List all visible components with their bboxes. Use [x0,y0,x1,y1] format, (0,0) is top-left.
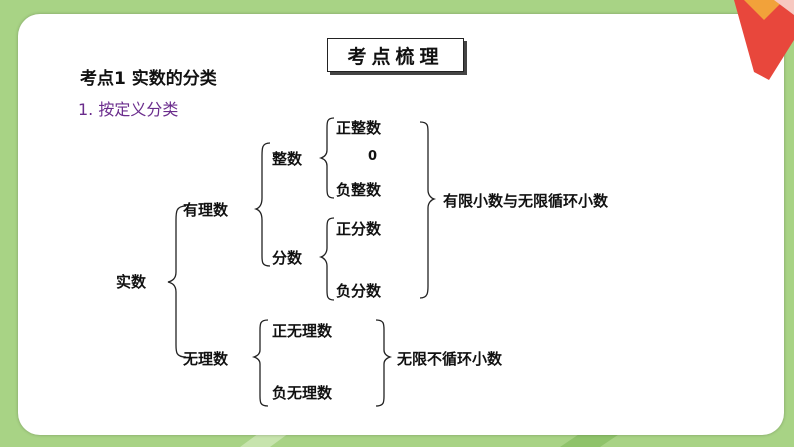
label-rational-description: 有限小数与无限循环小数 [443,192,609,210]
brace-irrational [251,319,269,407]
content-card [18,14,784,435]
label-fraction: 分数 [272,249,303,267]
label-positive-fraction: 正分数 [336,220,382,238]
label-real-number: 实数 [116,273,147,291]
label-negative-fraction: 负分数 [336,282,382,300]
label-integer: 整数 [272,150,303,168]
brace-root [167,205,187,358]
brace-rational-desc [419,121,437,299]
brace-integer [318,117,335,199]
label-negative-irrational: 负无理数 [272,384,333,402]
label-positive-irrational: 正无理数 [272,322,333,340]
section-heading: 考点1 实数的分类 [80,69,217,89]
label-zero: 0 [368,149,378,164]
label-negative-integer: 负整数 [336,181,382,199]
label-positive-integer: 正整数 [336,119,382,137]
pencil-decoration-icon [734,0,794,80]
brace-rational [253,142,271,267]
label-irrational-description: 无限不循环小数 [397,350,503,368]
label-irrational-number: 无理数 [183,350,229,368]
label-rational-number: 有理数 [183,201,229,219]
brace-fraction [318,217,335,301]
page-title: 考点梳理 [327,38,464,72]
brace-irrational-desc [375,319,393,407]
section-subheading: 1. 按定义分类 [78,100,179,119]
